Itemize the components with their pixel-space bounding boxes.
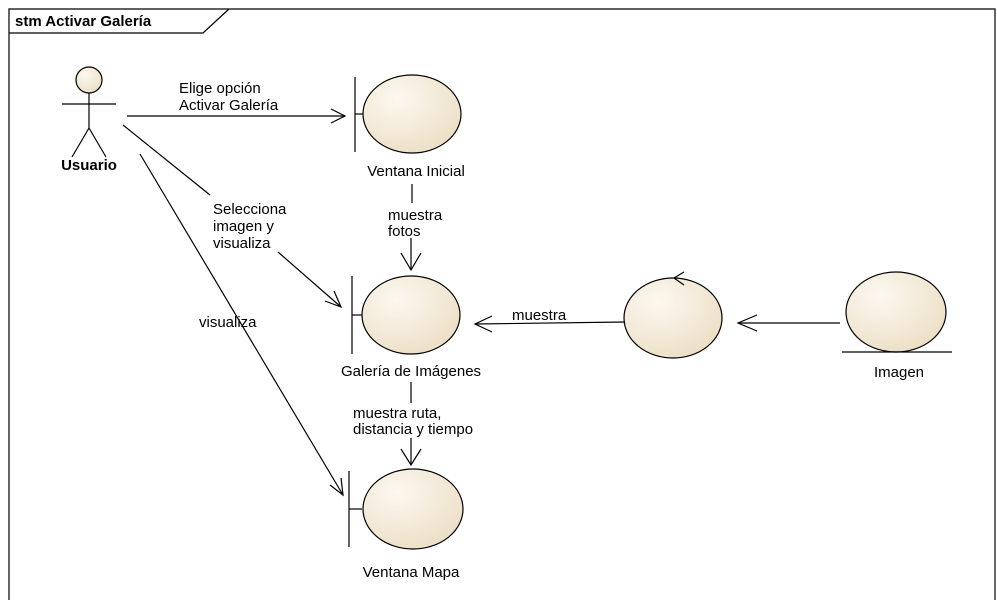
ventana-mapa-label: Ventana Mapa [363, 564, 460, 581]
frame-title: stm Activar Galería [15, 13, 152, 30]
link-visualiza[interactable]: visualiza [139, 153, 344, 497]
msg-muestra-ruta-line1: muestra ruta, [353, 405, 441, 422]
msg-visualiza: visualiza [199, 314, 257, 331]
msg-elige-line1: Elige opción [179, 80, 261, 97]
galeria-imagenes-label: Galería de Imágenes [341, 363, 481, 380]
msg-muestra-fotos-line2: fotos [388, 223, 421, 240]
msg-muestra-fotos-line1: muestra [388, 207, 443, 224]
actor-head [75, 66, 103, 94]
link-muestra[interactable]: muestra [473, 307, 626, 333]
link-imagen-control[interactable] [736, 314, 840, 332]
control-element[interactable] [623, 271, 723, 359]
boundary-ventana-inicial[interactable]: Ventana Inicial [354, 74, 465, 180]
msg-selecciona-line3: visualiza [213, 235, 271, 252]
control-arrow-icon [672, 271, 685, 286]
link-muestra-fotos[interactable]: muestra fotos [388, 184, 443, 272]
link-selecciona-imagen[interactable]: Selecciona imagen y visualiza [122, 124, 343, 309]
ventana-inicial-label: Ventana Inicial [367, 163, 465, 180]
actor-label: Usuario [61, 157, 117, 174]
diagram-frame: stm Activar Galería [8, 8, 996, 600]
boundary-galeria-imagenes[interactable]: Galería de Imágenes [341, 275, 481, 380]
entity-imagen[interactable]: Imagen [842, 271, 952, 381]
msg-selecciona-line1: Selecciona [213, 201, 287, 218]
imagen-label: Imagen [874, 364, 924, 381]
msg-muestra: muestra [512, 307, 567, 324]
boundary-ventana-mapa[interactable]: Ventana Mapa [348, 468, 464, 581]
msg-selecciona-line2: imagen y [213, 218, 274, 235]
link-muestra-ruta[interactable]: muestra ruta, distancia y tiempo [353, 382, 473, 467]
link-elige-opcion[interactable]: Elige opción Activar Galería [127, 80, 347, 124]
actor-usuario[interactable]: Usuario [61, 66, 117, 174]
msg-muestra-ruta-line2: distancia y tiempo [353, 421, 473, 438]
msg-elige-line2: Activar Galería [179, 97, 279, 114]
